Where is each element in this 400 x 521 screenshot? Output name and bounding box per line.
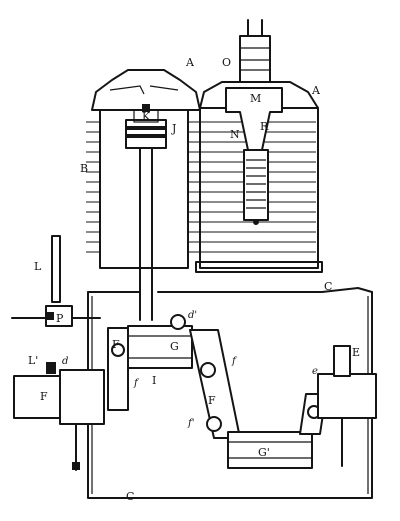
- label-G: G: [170, 340, 179, 353]
- left-cylinder: [86, 69, 201, 321]
- big-end-bearing: [127, 325, 193, 369]
- label-F-mid: F: [208, 394, 216, 407]
- label-J: J: [171, 122, 176, 135]
- label-O: O: [222, 56, 231, 69]
- label-C-top: C: [324, 280, 332, 293]
- label-F-left: F: [40, 390, 48, 403]
- label-f-upper: f: [133, 378, 140, 389]
- label-G-prime: G': [258, 446, 270, 459]
- label-A-right: A: [311, 84, 321, 97]
- left-cylinder-head: [91, 69, 201, 111]
- label-K: K: [142, 110, 151, 123]
- connecting-rod: [139, 147, 153, 321]
- cooling-fins-left: [86, 121, 200, 253]
- label-I: I: [152, 374, 156, 387]
- label-N: N: [230, 128, 240, 141]
- label-d: d: [62, 356, 68, 367]
- right-main-bearing: [317, 373, 377, 419]
- label-B: B: [80, 162, 88, 175]
- label-E: E: [352, 346, 360, 359]
- label-A-left: A: [185, 56, 195, 69]
- label-e: e: [312, 366, 318, 377]
- valve-chest: [195, 19, 323, 273]
- crank-pin: [227, 431, 313, 469]
- label-L-prime: L': [28, 354, 38, 367]
- label-R: R: [260, 120, 269, 133]
- label-C-bottom: C: [126, 490, 134, 503]
- label-f-right: f: [231, 356, 238, 367]
- label-L: L: [34, 260, 42, 273]
- label-d-prime: d': [188, 310, 197, 321]
- crank-system: [13, 314, 377, 471]
- label-F-upper: F: [112, 338, 120, 351]
- label-M: M: [250, 92, 261, 105]
- label-f-prime: f': [187, 418, 194, 429]
- lever-assembly: [11, 235, 101, 327]
- label-P: P: [56, 312, 64, 325]
